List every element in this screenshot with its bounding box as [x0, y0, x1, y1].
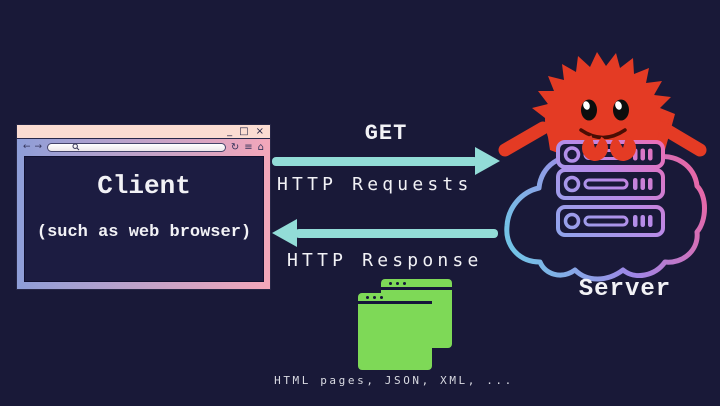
response-window-titlebar — [358, 293, 432, 304]
crab-right-eye — [613, 99, 629, 121]
server-unit — [556, 205, 665, 237]
window-dot-icon — [389, 281, 392, 285]
crab-left-arm — [498, 121, 550, 157]
response-window-titlebar — [381, 279, 452, 290]
client-browser-window: _ □ × ← → ↻ ≡ ⌂ Client (such as we — [17, 125, 270, 289]
maximize-icon: □ — [239, 125, 249, 137]
request-arrow — [272, 147, 500, 176]
request-arrow-head — [475, 147, 500, 175]
crab-right-arm — [656, 121, 707, 157]
client-sublabel: (such as web browser) — [36, 223, 252, 242]
url-bar — [47, 142, 226, 152]
client-label: Client — [97, 171, 191, 201]
server-rack — [556, 140, 665, 237]
http-requests-label: HTTP Requests — [277, 174, 473, 195]
refresh-icon: ↻ — [230, 141, 240, 153]
cloud-outline — [504, 145, 707, 282]
forward-arrow-icon: → — [34, 142, 43, 152]
browser-toolbar: ← → ↻ ≡ ⌂ — [17, 139, 270, 155]
window-dot-icon — [380, 295, 383, 299]
crab-claws — [581, 135, 637, 161]
server-unit — [556, 168, 665, 200]
home-icon: ⌂ — [257, 141, 264, 153]
server-illustration — [498, 52, 707, 282]
server-label: Server — [578, 276, 672, 303]
response-arrow-head — [272, 219, 297, 247]
window-dot-icon — [396, 281, 399, 285]
back-arrow-icon: ← — [23, 142, 31, 152]
crab-mouth — [579, 128, 627, 140]
close-icon: × — [255, 125, 264, 137]
window-dot-icon — [373, 295, 376, 299]
get-method-label: GET — [364, 121, 408, 146]
response-window-front — [358, 293, 432, 370]
response-payload-label: HTML pages, JSON, XML, ... — [274, 374, 514, 387]
response-arrow-shaft — [295, 229, 498, 238]
window-dot-icon — [403, 281, 406, 285]
menu-icon: ≡ — [244, 141, 253, 153]
response-arrow — [272, 219, 500, 248]
crab-left-eye — [581, 99, 597, 121]
request-arrow-shaft — [272, 157, 478, 166]
browser-titlebar: _ □ × — [17, 125, 270, 139]
http-response-label: HTTP Response — [287, 250, 483, 271]
search-icon — [72, 143, 80, 151]
minimize-icon: _ — [227, 125, 233, 137]
window-dot-icon — [366, 295, 369, 299]
browser-viewport: Client (such as web browser) — [24, 156, 264, 282]
